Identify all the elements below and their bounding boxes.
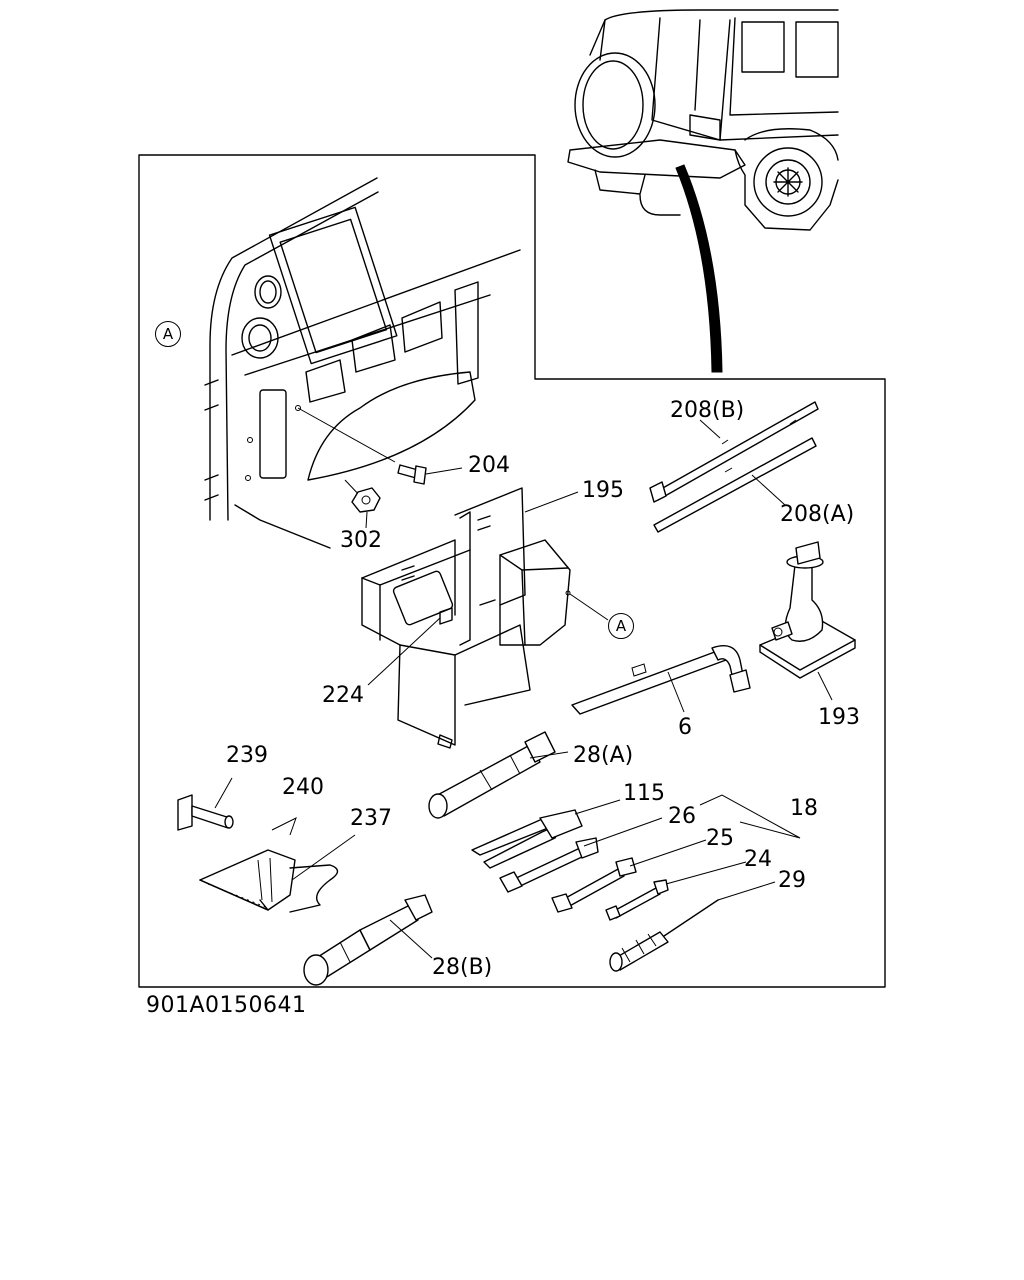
socket-28a [428, 731, 569, 819]
wrench-24 [605, 861, 747, 921]
detail-pointer [675, 164, 723, 373]
callout-mark-a-door: A [155, 321, 181, 347]
part-label-28a: 28(A) [573, 743, 634, 768]
part-label-204: 204 [468, 453, 510, 478]
part-label-240: 240 [282, 775, 324, 800]
vehicle-illustration [567, 9, 839, 231]
part-label-18: 18 [790, 796, 818, 821]
nut-302 [344, 479, 381, 529]
part-label-6: 6 [678, 715, 692, 740]
part-label-115: 115 [623, 781, 665, 806]
detail-frame [138, 154, 886, 988]
rear-door-panel [204, 177, 521, 549]
part-label-224: 224 [322, 683, 364, 708]
jack-193 [759, 541, 856, 701]
part-label-28b: 28(B) [432, 955, 493, 980]
part-label-26: 26 [668, 804, 696, 829]
socket-28b [303, 894, 433, 986]
bolt-204 [397, 464, 463, 485]
clip-239 [177, 777, 234, 831]
part-label-208a: 208(A) [780, 502, 855, 527]
pliers-115 [471, 799, 621, 869]
screwdriver-29 [609, 881, 776, 972]
drawing-reference-code: 901A0150641 [146, 993, 307, 1018]
part-label-25: 25 [706, 826, 734, 851]
part-label-208b: 208(B) [670, 398, 745, 423]
part-label-237: 237 [350, 806, 392, 831]
wrench-26 [499, 817, 663, 893]
part-label-195: 195 [582, 478, 624, 503]
wheel-wrench-6 [571, 645, 751, 715]
part-label-239: 239 [226, 743, 268, 768]
tool-holder-bracket [361, 487, 609, 749]
part-label-24: 24 [744, 847, 772, 872]
part-label-193: 193 [818, 705, 860, 730]
group-bracket-18 [699, 794, 801, 839]
extension-bars [649, 401, 819, 533]
wrench-25 [551, 839, 707, 913]
part-label-302: 302 [340, 528, 382, 553]
tool-bag-237 [199, 816, 356, 913]
callout-mark-a-bracket: A [608, 613, 634, 639]
part-label-29: 29 [778, 868, 806, 893]
